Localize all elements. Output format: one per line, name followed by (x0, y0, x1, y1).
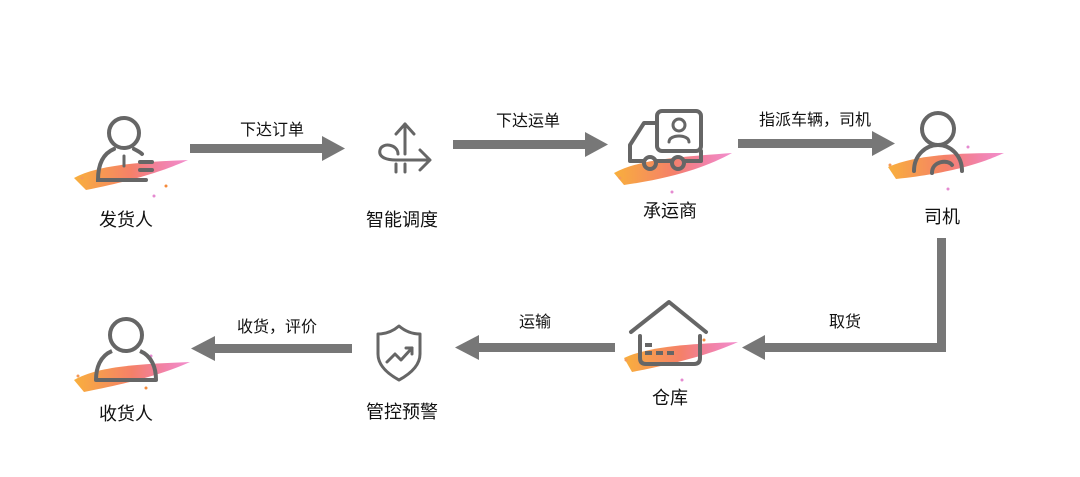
node-monitor: 管控预警 (332, 300, 472, 430)
edge-arrow-shipper-dispatch (190, 136, 345, 161)
node-label-shipper: 发货人 (99, 210, 153, 231)
driver-icon (912, 111, 964, 175)
edge-arrow-driver-warehouse (742, 238, 946, 360)
node-label-driver: 司机 (924, 207, 960, 228)
warehouse-goods (645, 343, 674, 355)
brush-highlight (74, 354, 190, 392)
node-warehouse: 仓库 (600, 288, 740, 418)
edge-arrow-warehouse-monitor (455, 335, 615, 360)
node-label-carrier: 承运商 (643, 201, 697, 222)
node-dispatch: 智能调度 (332, 100, 472, 231)
edge-label-pickup: 取货 (828, 312, 861, 331)
node-shipper: 发货人 (56, 100, 196, 231)
edge-arrow-carrier-driver (738, 131, 895, 156)
edge-label-issue-waybill: 下达运单 (495, 111, 560, 130)
node-driver: 司机 (872, 95, 1012, 228)
edge-label-place-order: 下达订单 (239, 120, 304, 139)
receiver-user-icon (94, 317, 158, 382)
node-receiver: 收货人 (56, 300, 196, 430)
edge-arrow-monitor-receiver (191, 336, 352, 361)
truck-icon (628, 109, 703, 171)
edge-arrow-dispatch-carrier (453, 132, 608, 157)
edge-label-transport: 运输 (518, 312, 551, 331)
node-label-receiver: 收货人 (99, 404, 153, 425)
brush-highlight (74, 160, 188, 198)
smart-dispatch-icon (378, 122, 432, 174)
brush-highlight (888, 145, 1004, 191)
node-label-warehouse: 仓库 (652, 388, 688, 409)
shipper-user-icon (95, 116, 154, 182)
shield-trend-icon (376, 324, 422, 382)
edge-label-assign-vehicle: 指派车辆，司机 (758, 110, 871, 129)
node-carrier: 承运商 (600, 95, 740, 225)
node-label-monitor: 管控预警 (366, 402, 438, 423)
edge-label-receive-review: 收货，评价 (236, 317, 317, 336)
warehouse-icon (629, 300, 708, 366)
node-label-dispatch: 智能调度 (366, 210, 438, 231)
